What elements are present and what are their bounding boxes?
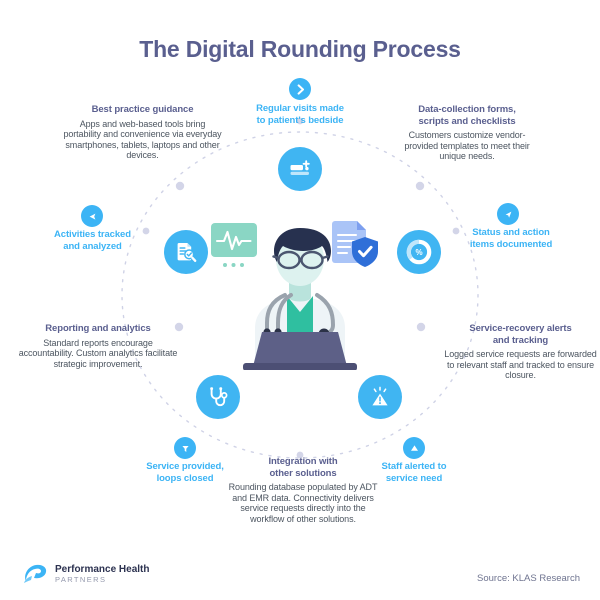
logo-line1: Performance Health [55, 564, 150, 575]
ecg-monitor-icon [211, 223, 257, 267]
label-service-provided-line1: Service provided, [146, 461, 224, 472]
block-data-collection-heading-line2: scripts and checklists [418, 115, 516, 127]
label-staff-alerted-line1: Staff alerted to [381, 461, 447, 472]
dashed-process-ring [121, 131, 479, 459]
block-data-collection-body: Customers customize vendor-provided temp… [404, 130, 530, 162]
glasses-icon [272, 250, 329, 270]
arrow-up-icon [410, 444, 418, 451]
block-reporting: Reporting and analytics Standard reports… [18, 323, 178, 369]
label-activities-tracked-line2: and analyzed [63, 240, 122, 252]
funnel-icon [181, 445, 189, 452]
label-service-provided-line2: loops closed [156, 472, 214, 484]
badge-activities-tracked[interactable] [81, 205, 103, 227]
block-best-practice-body: Apps and web-based tools bring portabili… [63, 118, 222, 161]
donut-percent-icon: % [406, 239, 432, 265]
block-integration-heading-line1: Integration with [268, 456, 338, 467]
label-service-provided: Service provided, loops closed [115, 461, 255, 484]
block-reporting-heading: Reporting and analytics [45, 323, 151, 334]
node-staff-alerted[interactable] [358, 375, 402, 419]
stethoscope-icon [210, 387, 228, 407]
label-staff-alerted: Staff alerted to service need [344, 461, 484, 484]
svg-text:%: % [415, 248, 422, 257]
footer-logo[interactable]: Performance Health PARTNERS [22, 563, 149, 585]
node-status-action[interactable]: % [397, 230, 441, 274]
block-service-recovery-heading-line2: and tracking [492, 334, 549, 346]
laptop [243, 332, 357, 370]
logo-line2: PARTNERS [55, 575, 107, 584]
hospital-bed-icon [290, 160, 310, 175]
block-integration-heading-line2: other solutions [269, 467, 337, 479]
block-reporting-body: Standard reports encourage accountabilit… [18, 337, 178, 369]
performance-health-partners-logo [24, 564, 47, 583]
block-service-recovery-heading: Service-recovery alerts and tracking [443, 323, 598, 346]
document-search-icon [177, 243, 197, 262]
label-status-action: Status and action items documented [441, 227, 581, 250]
block-data-collection-heading-line1: Data-collection forms, [418, 104, 516, 115]
block-service-recovery-heading-line1: Service-recovery alerts [469, 323, 572, 334]
badge-status-action[interactable] [497, 203, 519, 225]
label-status-action-line2: items documented [469, 238, 553, 250]
doctor-at-laptop-illustration [211, 221, 378, 370]
arrow-left-icon [89, 213, 95, 220]
document-shield-icon [332, 221, 378, 267]
block-service-recovery-body: Logged service requests are forwarded to… [444, 349, 597, 381]
node-regular-visits[interactable] [278, 147, 322, 191]
block-data-collection-heading: Data-collection forms, scripts and check… [383, 104, 551, 127]
badge-service-provided[interactable] [174, 437, 196, 459]
badge-staff-alerted[interactable] [403, 437, 425, 459]
block-best-practice-heading: Best practice guidance [91, 104, 194, 115]
block-service-recovery: Service-recovery alerts and tracking Log… [443, 323, 598, 381]
chevron-right-icon [297, 83, 304, 95]
block-integration: Integration with other solutions Roundin… [228, 456, 378, 524]
label-regular-visits-line1: Regular visits made [256, 103, 344, 114]
source-credit: Source: KLAS Research [477, 573, 580, 584]
arrow-up-right-icon [505, 211, 511, 218]
label-status-action-line1: Status and action [472, 227, 550, 238]
node-service-provided[interactable] [196, 375, 240, 419]
block-integration-heading: Integration with other solutions [228, 456, 378, 479]
label-activities-tracked: Activities tracked and analyzed [25, 229, 160, 252]
label-regular-visits: Regular visits made to patient's bedside [230, 103, 370, 126]
label-activities-tracked-line1: Activities tracked [54, 229, 131, 240]
label-regular-visits-line2: to patient's bedside [256, 114, 344, 126]
warning-triangle-icon [372, 386, 388, 406]
block-data-collection: Data-collection forms, scripts and check… [383, 104, 551, 162]
label-staff-alerted-line2: service need [385, 472, 443, 484]
page-title: The Digital Rounding Process [139, 36, 461, 62]
block-integration-body: Rounding database populated by ADT and E… [228, 482, 378, 524]
badge-regular-visits[interactable] [289, 78, 311, 100]
block-best-practice: Best practice guidance Apps and web-base… [60, 104, 225, 161]
node-activities-tracked[interactable] [164, 230, 208, 274]
